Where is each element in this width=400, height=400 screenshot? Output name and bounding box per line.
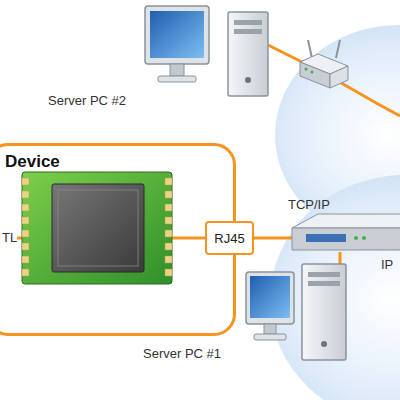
node-text: RJ45 [214, 231, 244, 246]
server-pc-2 [145, 6, 268, 96]
pc-label: Server PC #1 [143, 346, 221, 361]
protocol-label: TCP/IP [288, 197, 330, 212]
server-pc-1 [246, 264, 346, 360]
router-icon [300, 40, 348, 88]
switch-icon [292, 214, 400, 250]
node-text: Device [5, 152, 60, 172]
signal-label: TL [2, 230, 17, 245]
chip-module [22, 172, 172, 284]
device-box: DeviceRJ45 [0, 143, 236, 336]
protocol-label: IP [381, 257, 393, 272]
pc-label: Server PC #2 [48, 93, 126, 108]
connector-box: RJ45 [205, 221, 254, 255]
